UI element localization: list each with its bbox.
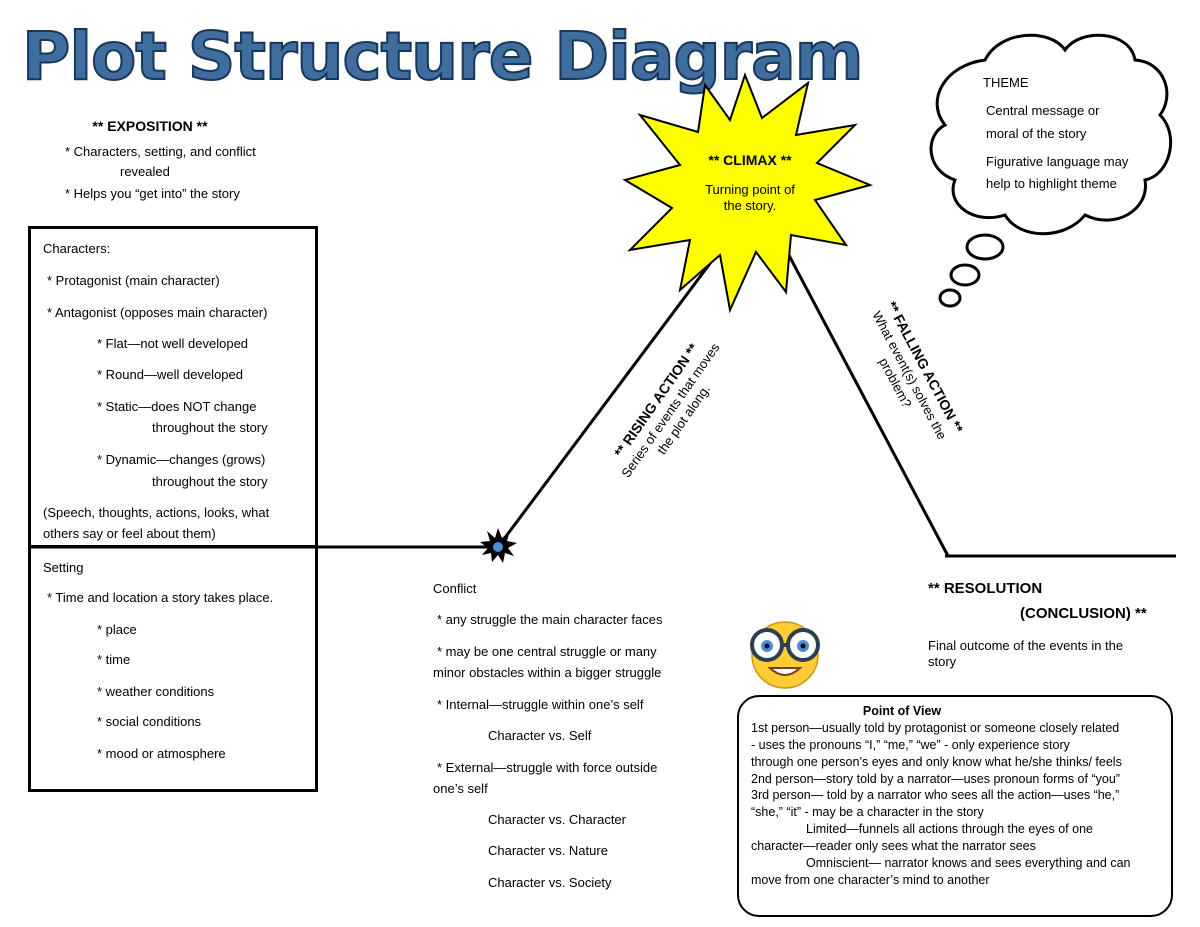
falling-action-line	[763, 209, 950, 557]
pov-line: 1st person—usually told by protagonist o…	[751, 720, 1120, 735]
characters-item: (Speech, thoughts, actions, looks, what	[43, 505, 270, 520]
resolution-section: ** RESOLUTION (CONCLUSION) ** Final outc…	[928, 580, 1178, 671]
conflict-item: one’s self	[433, 781, 488, 796]
conflict-item: * any struggle the main character faces	[437, 612, 663, 627]
conflict-item: * External—struggle with force outside	[437, 760, 658, 775]
characters-item: * Round—well developed	[97, 367, 243, 382]
pov-line: Limited—funnels all actions through the …	[806, 822, 1093, 837]
characters-item: * Protagonist (main character)	[47, 273, 220, 288]
pov-line: 2nd person—story told by a narrator—uses…	[751, 771, 1120, 786]
characters-item: * Static—does NOT change	[97, 399, 257, 414]
theme-line-2: moral of the story	[986, 125, 1087, 141]
pov-line: Omniscient— narrator knows and sees ever…	[806, 855, 1131, 870]
characters-item: * Antagonist (opposes main character)	[47, 305, 268, 320]
conflict-heading: Conflict	[433, 581, 477, 596]
setting-item: * place	[97, 622, 137, 637]
exposition-line-3: * Helps you “get into” the story	[65, 186, 240, 201]
conflict-item: Character vs. Society	[488, 875, 612, 890]
setting-item: * Time and location a story takes place.	[47, 590, 274, 605]
characters-heading: Characters:	[43, 241, 111, 256]
climax-line-1: Turning point of	[705, 181, 795, 197]
exposition-section: ** EXPOSITION ** * Characters, setting, …	[40, 118, 340, 202]
pov-line: “she,” “it” - may be a character in the …	[751, 805, 984, 820]
characters-item: throughout the story	[152, 420, 268, 435]
conflict-item: * may be one central struggle or many	[437, 644, 657, 659]
setting-heading: Setting	[43, 560, 84, 575]
characters-box: Characters: * Protagonist (main characte…	[28, 226, 318, 548]
pov-line: character—reader only sees what the narr…	[751, 839, 1036, 853]
exposition-line-2: revealed	[120, 163, 170, 179]
characters-item: others say or feel about them)	[43, 526, 216, 541]
nerd-emoji-icon	[750, 621, 820, 689]
theme-section: THEME Central message or moral of the st…	[983, 75, 1143, 192]
resolution-line-2: story	[928, 654, 957, 670]
setting-item: * time	[97, 652, 131, 667]
resolution-heading-2: (CONCLUSION) **	[1020, 605, 1147, 622]
thought-cloud-icon	[929, 33, 1173, 308]
pov-line: - uses the pronouns “I,” “me,” “we” - on…	[751, 737, 1070, 752]
conflict-item: Character vs. Nature	[488, 843, 608, 858]
pov-line: move from one character’s mind to anothe…	[751, 872, 990, 887]
setting-box: Setting * Time and location a story take…	[28, 545, 318, 792]
rising-action-line	[496, 229, 737, 548]
climax-section: ** CLIMAX ** Turning point of the story.	[690, 152, 810, 214]
pov-line: through one person’s eyes and only know …	[751, 754, 1122, 769]
setting-item: * social conditions	[97, 714, 202, 729]
conflict-section: Conflict * any struggle the main charact…	[433, 581, 723, 901]
point-of-view-box: Point of View 1st person—usually told by…	[737, 695, 1173, 917]
theme-line-3: Figurative language may	[986, 153, 1129, 169]
setting-item: * mood or atmosphere	[97, 746, 226, 761]
theme-line-4: help to highlight theme	[986, 176, 1117, 191]
exposition-line-1: * Characters, setting, and conflict	[65, 143, 256, 159]
page-title: Plot Structure Diagram	[21, 17, 864, 96]
theme-line-1: Central message or	[986, 103, 1100, 119]
resolution-heading-1: ** RESOLUTION	[928, 580, 1043, 597]
small-star-center	[493, 542, 503, 552]
theme-heading: THEME	[983, 75, 1029, 90]
climax-line-2: the story.	[723, 197, 777, 213]
climax-heading: ** CLIMAX **	[708, 152, 792, 168]
conflict-item: * Internal—struggle within one’s self	[437, 697, 644, 712]
starburst-icon	[622, 72, 874, 314]
point-of-view-heading: Point of View	[862, 704, 942, 718]
characters-item: * Flat—not well developed	[97, 336, 249, 351]
characters-item: throughout the story	[152, 474, 268, 489]
setting-item: * weather conditions	[97, 684, 215, 699]
resolution-line-1: Final outcome of the events in the	[928, 638, 1124, 653]
characters-item: * Dynamic—changes (grows)	[97, 452, 266, 467]
conflict-item: Character vs. Self	[488, 728, 592, 743]
conflict-item: Character vs. Character	[488, 812, 626, 827]
exposition-heading: ** EXPOSITION **	[92, 118, 208, 134]
conflict-item: minor obstacles within a bigger struggle	[433, 665, 662, 680]
pov-line: 3rd person— told by a narrator who sees …	[751, 788, 1120, 803]
